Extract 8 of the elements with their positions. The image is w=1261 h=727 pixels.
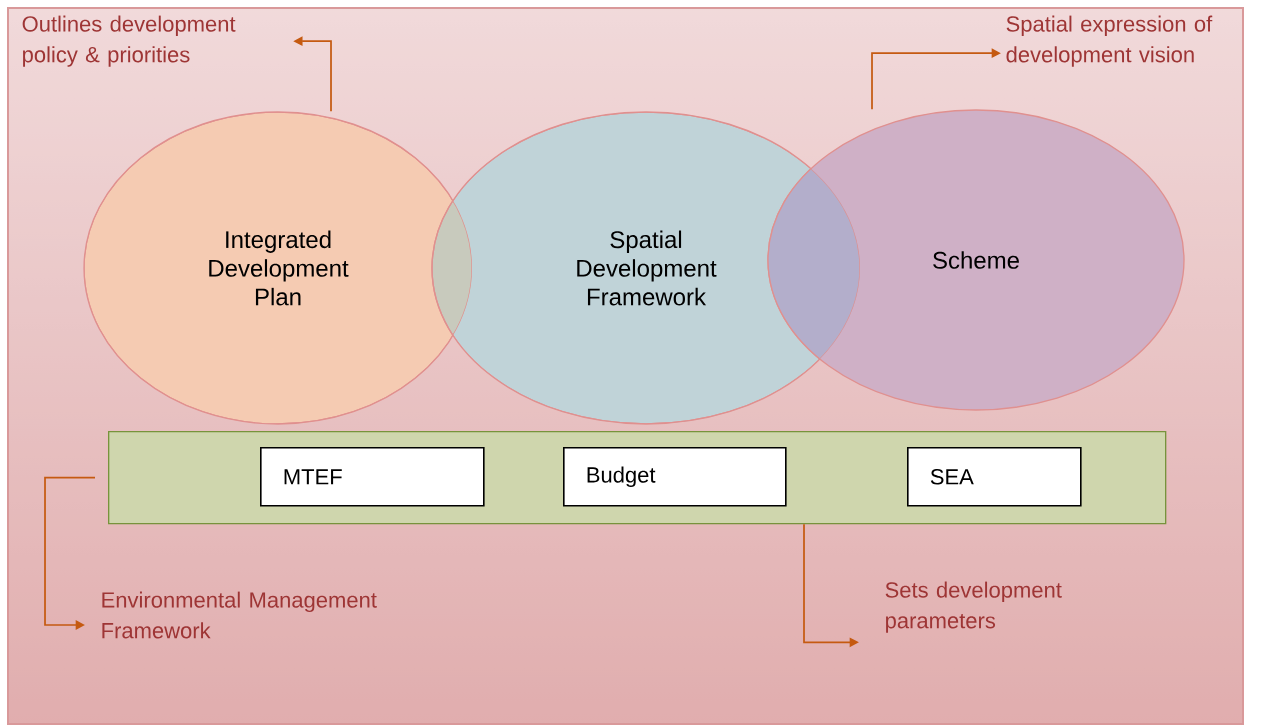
arrow xyxy=(44,476,96,630)
text-box: Budget xyxy=(563,447,787,507)
annotation-text: Sets development parameters xyxy=(885,581,1062,633)
annotation-text: Spatial expression of development vision xyxy=(1006,15,1213,67)
text-box: SEA xyxy=(907,447,1082,507)
annotation-text: Outlines development policy & priorities xyxy=(22,15,236,67)
annotation-text: Environmental Management Framework xyxy=(102,591,377,639)
text-box: MTEF xyxy=(260,447,485,507)
